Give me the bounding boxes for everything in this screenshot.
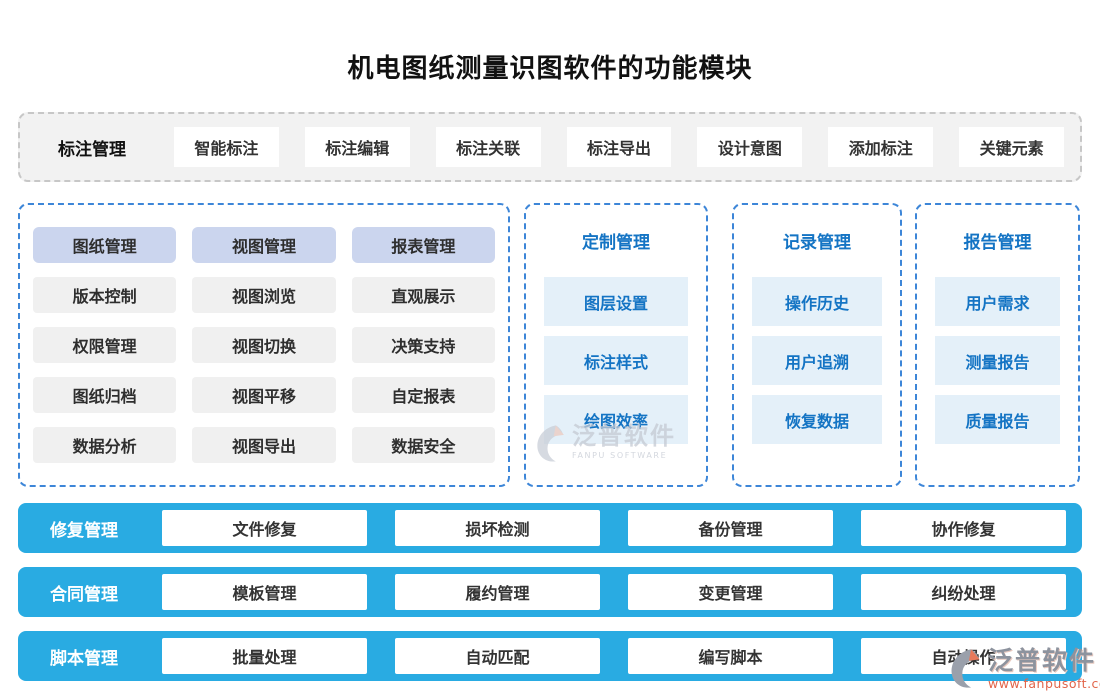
button-damage-detection[interactable]: 损坏检测 xyxy=(395,510,600,546)
header-report-management[interactable]: 报表管理 xyxy=(351,227,495,263)
item-view-switch[interactable]: 视图切换 xyxy=(192,327,336,363)
item-view-export[interactable]: 视图导出 xyxy=(192,427,336,463)
header-view-management[interactable]: 视图管理 xyxy=(192,227,336,263)
repair-bar-label: 修复管理 xyxy=(50,520,118,541)
button-file-repair[interactable]: 文件修复 xyxy=(162,510,367,546)
item-version-control[interactable]: 版本控制 xyxy=(33,277,177,313)
page-title: 机电图纸测量识图软件的功能模块 xyxy=(347,54,753,84)
panel-customization-management: 定制管理 图层设置 标注样式 绘图效率 xyxy=(524,203,708,487)
item-drawing-archive[interactable]: 图纸归档 xyxy=(33,377,177,413)
panel-drawing-view-report: 图纸管理 视图管理 报表管理 版本控制 视图浏览 直观展示 权限管理 视图切换 … xyxy=(18,203,510,487)
button-annotation-edit[interactable]: 标注编辑 xyxy=(304,127,410,167)
item-user-trace[interactable]: 用户追溯 xyxy=(752,336,882,385)
button-annotation-link[interactable]: 标注关联 xyxy=(435,127,541,167)
item-operation-history[interactable]: 操作历史 xyxy=(752,277,882,326)
item-restore-data[interactable]: 恢复数据 xyxy=(752,395,882,444)
panel-customization-title: 定制管理 xyxy=(582,233,650,253)
item-data-analysis[interactable]: 数据分析 xyxy=(33,427,177,463)
button-design-intent[interactable]: 设计意图 xyxy=(697,127,803,167)
item-view-browse[interactable]: 视图浏览 xyxy=(192,277,336,313)
script-management-bar: 脚本管理 批量处理 自动匹配 编写脚本 自动操作 xyxy=(18,631,1082,681)
item-intuitive-display[interactable]: 直观展示 xyxy=(351,277,495,313)
item-custom-report[interactable]: 自定报表 xyxy=(351,377,495,413)
item-drawing-efficiency[interactable]: 绘图效率 xyxy=(544,395,688,444)
panel-report-management: 报告管理 用户需求 测量报告 质量报告 xyxy=(915,203,1080,487)
button-auto-operation[interactable]: 自动操作 xyxy=(861,638,1066,674)
repair-management-bar: 修复管理 文件修复 损坏检测 备份管理 协作修复 xyxy=(18,503,1082,553)
panel-report-title: 报告管理 xyxy=(963,233,1032,253)
button-annotation-export[interactable]: 标注导出 xyxy=(566,127,672,167)
item-layer-settings[interactable]: 图层设置 xyxy=(544,277,688,326)
item-decision-support[interactable]: 决策支持 xyxy=(351,327,495,363)
button-script-writing[interactable]: 编写脚本 xyxy=(628,638,833,674)
script-bar-label: 脚本管理 xyxy=(50,648,118,669)
contract-management-bar: 合同管理 模板管理 履约管理 变更管理 纠纷处理 xyxy=(18,567,1082,617)
item-measurement-report[interactable]: 测量报告 xyxy=(935,336,1060,385)
header-drawing-management[interactable]: 图纸管理 xyxy=(33,227,177,263)
button-change-management[interactable]: 变更管理 xyxy=(628,574,833,610)
item-annotation-style[interactable]: 标注样式 xyxy=(544,336,688,385)
button-add-annotation[interactable]: 添加标注 xyxy=(828,127,934,167)
button-dispute-handling[interactable]: 纠纷处理 xyxy=(861,574,1066,610)
button-collaborative-repair[interactable]: 协作修复 xyxy=(861,510,1066,546)
item-quality-report[interactable]: 质量报告 xyxy=(935,395,1060,444)
item-view-pan[interactable]: 视图平移 xyxy=(192,377,336,413)
item-permission-management[interactable]: 权限管理 xyxy=(33,327,177,363)
annotation-management-bar: 标注管理 智能标注 标注编辑 标注关联 标注导出 设计意图 添加标注 关键元素 xyxy=(18,112,1082,182)
contract-bar-label: 合同管理 xyxy=(50,584,118,605)
button-batch-processing[interactable]: 批量处理 xyxy=(162,638,367,674)
panel-record-title: 记录管理 xyxy=(783,233,851,253)
button-backup-management[interactable]: 备份管理 xyxy=(628,510,833,546)
button-template-management[interactable]: 模板管理 xyxy=(162,574,367,610)
button-performance-management[interactable]: 履约管理 xyxy=(395,574,600,610)
item-data-security[interactable]: 数据安全 xyxy=(351,427,495,463)
button-key-elements[interactable]: 关键元素 xyxy=(959,127,1065,167)
button-smart-annotation[interactable]: 智能标注 xyxy=(174,127,279,167)
button-auto-matching[interactable]: 自动匹配 xyxy=(395,638,600,674)
annotation-bar-label: 标注管理 xyxy=(58,139,126,160)
panel-record-management: 记录管理 操作历史 用户追溯 恢复数据 xyxy=(732,203,902,487)
item-user-requirements[interactable]: 用户需求 xyxy=(935,277,1060,326)
